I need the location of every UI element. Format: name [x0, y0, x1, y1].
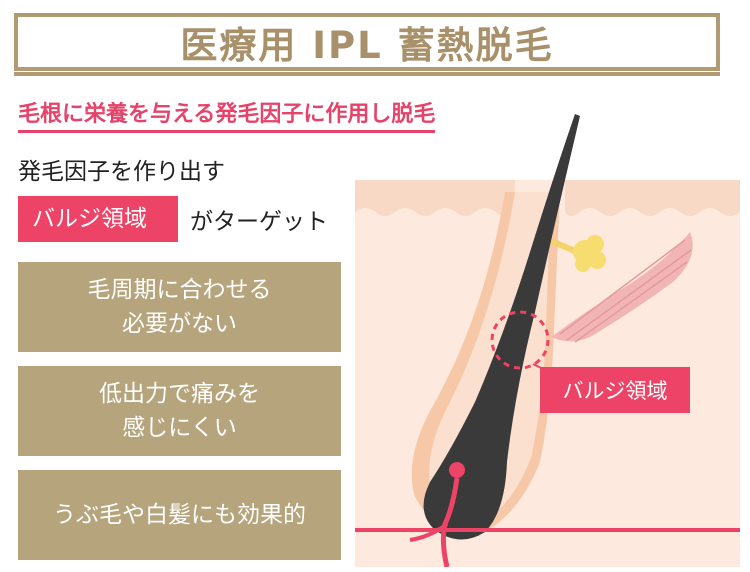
hair-follicle-diagram: バルジ領域: [355, 114, 740, 567]
feature-box-1: 毛周期に合わせる 必要がない: [18, 262, 341, 352]
intro-line: 発毛因子を作り出す: [18, 159, 225, 185]
subtitle: 毛根に栄養を与える発毛因子に作用し脱毛: [18, 96, 436, 133]
dermal-papilla: [449, 462, 465, 478]
bulge-callout-box: [540, 367, 690, 413]
arrector-muscle: [551, 232, 693, 343]
target-row: バルジ領域 がターゲット: [18, 196, 328, 242]
feature-box-2: 低出力で痛みを 感じにくい: [18, 366, 341, 456]
feature-2-line-1: 低出力で痛みを: [99, 380, 260, 407]
feature-3-line-1: うぶ毛や白髪にも効果的: [53, 501, 306, 528]
target-suffix: がターゲット: [190, 209, 328, 235]
dermis-line: [355, 528, 740, 532]
feature-2-line-2: 感じにくい: [122, 415, 237, 441]
epidermis-right: [565, 180, 740, 216]
page-title: 医療用 IPL 蓄熱脱毛: [180, 24, 554, 67]
bulge-callout-label: バルジ領域: [563, 379, 668, 403]
sebaceous-gland: [547, 235, 606, 272]
bulge-highlight-circle: [490, 310, 550, 370]
feature-1-line-1: 毛周期に合わせる: [87, 276, 272, 303]
blood-vessel-branch: [409, 522, 449, 542]
feature-1-line-2: 必要がない: [122, 311, 237, 337]
feature-box-3: うぶ毛や白髪にも効果的: [18, 470, 341, 560]
bulge-tag: バルジ領域: [18, 196, 178, 242]
hair-shaft: [423, 114, 580, 540]
title-box: 医療用 IPL 蓄熱脱毛: [14, 13, 720, 76]
epidermis-left: [355, 180, 515, 216]
